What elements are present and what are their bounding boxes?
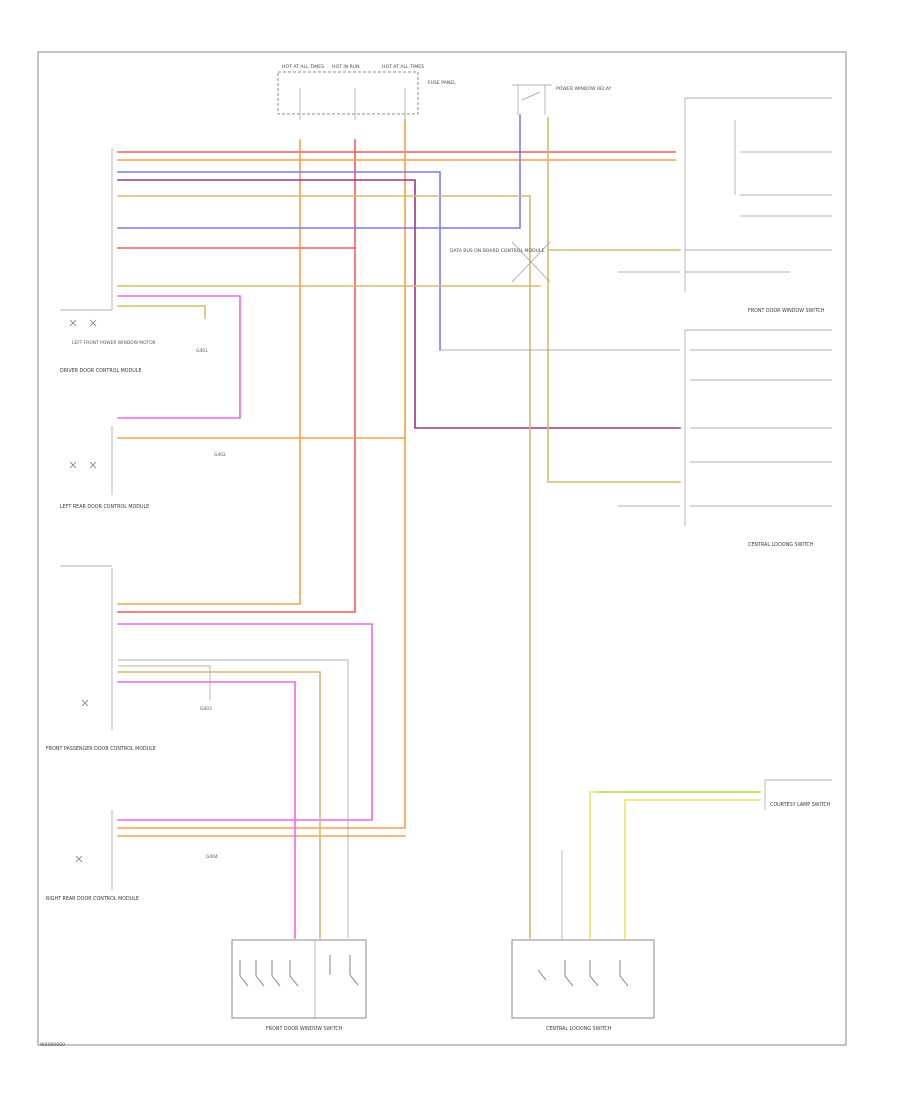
- wire-blue: [117, 114, 521, 351]
- driver-module-connector: DRIVER DOOR CONTROL MODULE LEFT FRONT PO…: [60, 148, 156, 374]
- gateway-label: DATA BUS ON BOARD CONTROL MODULE: [450, 248, 545, 254]
- fuse-c-label: HOT AT ALL TIMES: [382, 64, 424, 70]
- fuse-a-label: HOT AT ALL TIMES: [282, 64, 324, 70]
- window-switch-label: FRONT DOOR WINDOW SWITCH: [266, 1026, 343, 1032]
- courtesy-component: COURTESY LAMP SWITCH: [764, 779, 832, 810]
- lower-switch-panel: CENTRAL LOCKING SWITCH: [684, 329, 832, 548]
- right-rear-connector: RIGHT REAR DOOR CONTROL MODULE: [46, 810, 139, 902]
- ground-label-3: G403: [200, 706, 212, 712]
- window-switch: FRONT DOOR WINDOW SWITCH: [231, 939, 367, 1032]
- upper-switch-panel: FRONT DOOR WINDOW SWITCH: [684, 97, 832, 314]
- upper-panel-label: FRONT DOOR WINDOW SWITCH: [748, 308, 825, 314]
- wire-red: [117, 139, 676, 613]
- ground-label-1: G401: [196, 348, 208, 354]
- right-rear-module-label: RIGHT REAR DOOR CONTROL MODULE: [46, 896, 139, 902]
- fuse-block: HOT AT ALL TIMES HOT IN RUN HOT AT ALL T…: [277, 64, 456, 120]
- motor-label-left-front: LEFT FRONT POWER WINDOW MOTOR: [72, 340, 156, 346]
- wire-gray: [118, 271, 680, 938]
- gateway-junction: DATA BUS ON BOARD CONTROL MODULE: [450, 241, 551, 283]
- passenger-module-label: FRONT PASSENGER DOOR CONTROL MODULE: [46, 746, 156, 752]
- lower-panel-label: CENTRAL LOCKING SWITCH: [748, 542, 814, 548]
- ground-label-2: G402: [214, 452, 226, 458]
- ground-label-4: G404: [206, 854, 218, 860]
- wire-tan: [117, 117, 681, 939]
- wire-pink: [117, 295, 373, 939]
- passenger-connector: FRONT PASSENGER DOOR CONTROL MODULE: [46, 565, 156, 752]
- power-window-relay: POWER WINDOW RELAY: [512, 84, 612, 115]
- footer-code: W0000000: [40, 1042, 65, 1048]
- relay-label: POWER WINDOW RELAY: [556, 86, 612, 92]
- wire-orange: [117, 119, 676, 837]
- ground-symbols: G401 G402 G403 G404: [196, 348, 226, 860]
- fuse-b-label: HOT IN RUN: [332, 64, 360, 70]
- central-locking-switch: CENTRAL LOCKING SWITCH: [511, 850, 655, 1032]
- left-rear-module-label: LEFT REAR DOOR CONTROL MODULE: [60, 504, 149, 510]
- courtesy-label: COURTESY LAMP SWITCH: [770, 802, 831, 808]
- driver-module-label: DRIVER DOOR CONTROL MODULE: [60, 368, 142, 374]
- wire-purple: [117, 179, 681, 429]
- central-switch-label: CENTRAL LOCKING SWITCH: [546, 1026, 612, 1032]
- fuse-panel-label: FUSE PANEL: [428, 80, 456, 86]
- left-rear-connector: LEFT REAR DOOR CONTROL MODULE: [60, 426, 149, 510]
- wire-yellow: [589, 791, 761, 939]
- diagram-frame: [37, 51, 847, 1046]
